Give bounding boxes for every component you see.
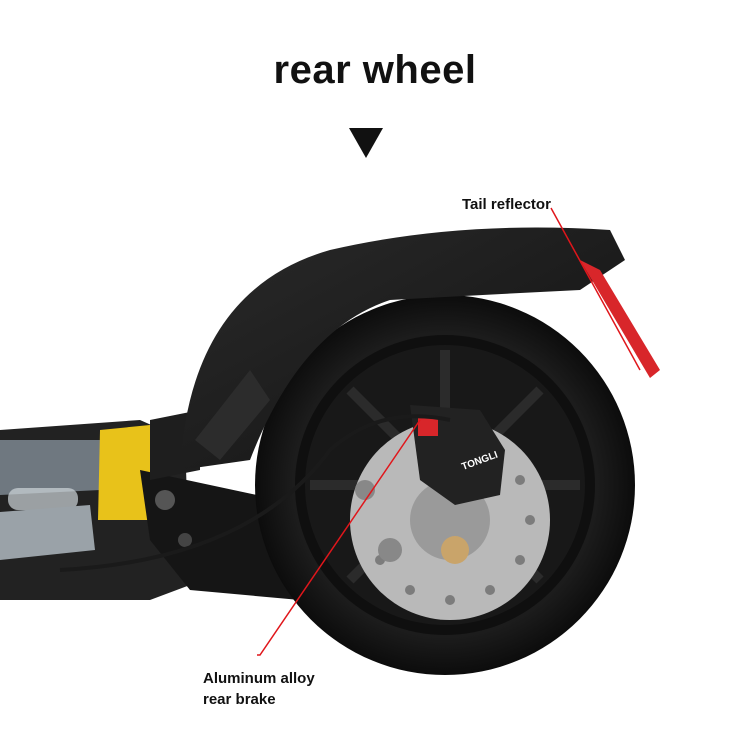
reflector-callout-line — [550, 207, 641, 371]
brake-cable — [59, 414, 451, 572]
rear-brake-label: Aluminum alloy rear brake — [203, 668, 315, 710]
rear-wheel: TONGLI — [255, 295, 635, 675]
rear-fender — [180, 227, 660, 470]
rear-brake-label-line1: Aluminum alloy — [203, 670, 315, 687]
down-arrow-icon — [349, 128, 383, 158]
rear-brake-label-line2: rear brake — [203, 691, 276, 708]
page-title: rear wheel — [273, 48, 477, 92]
deck — [0, 420, 190, 600]
brake-callout-line — [257, 419, 421, 656]
tail-reflector — [580, 260, 660, 378]
tail-reflector-label: Tail reflector — [462, 196, 551, 213]
